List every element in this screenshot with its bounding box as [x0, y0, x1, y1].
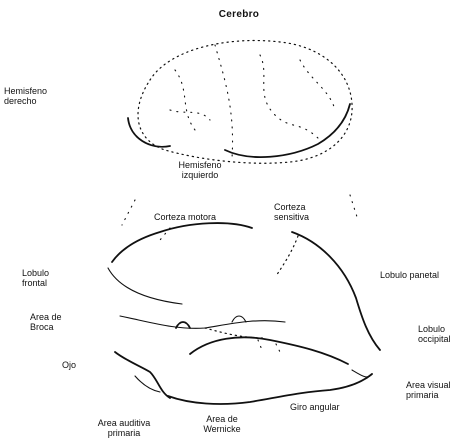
label-corteza-motora: Corteza motora [154, 212, 244, 222]
label-area-auditiva-primaria: Area auditiva primaria [88, 418, 160, 438]
temporal-loop-2 [232, 316, 246, 322]
label-ojo: Ojo [62, 360, 92, 370]
lateral-frontal-lower [108, 268, 182, 304]
brain-lateral-view [108, 223, 380, 404]
label-giro-angular: Giro angular [290, 402, 370, 412]
label-cerebro: Cerebro [214, 10, 264, 20]
top-brain-gyri [170, 55, 335, 140]
label-hemisferio-izquierdo: Hemisfeno izquierdo [168, 160, 232, 180]
label-area-wernicke: Area de Wernicke [192, 414, 252, 434]
lateral-frontal-contour [112, 223, 252, 262]
temporal-inner-contour [190, 337, 348, 364]
brain-top-view [122, 41, 358, 225]
top-brain-outline [138, 41, 352, 164]
label-lobulo-frontal: Lobulo frontal [22, 268, 72, 288]
label-area-broca: Area de Broca [30, 312, 80, 332]
top-brain-midline [215, 45, 233, 158]
orbital-sweep [135, 376, 160, 392]
label-corteza-sensitiva: Corteza sensitiva [274, 202, 334, 222]
sylvian-fissure [120, 316, 285, 328]
top-leader-right [350, 195, 358, 220]
lateral-parietal-contour [292, 232, 380, 350]
top-brain-left-edge [128, 118, 170, 147]
sylvian-fissure-dots [205, 328, 265, 338]
central-sulcus [276, 236, 298, 276]
label-area-visual-primaria: Area visual primaria [406, 380, 470, 400]
eye-contour [115, 352, 170, 398]
label-lobulo-parietal: Lobulo panetal [380, 270, 470, 280]
top-brain-right-edge [225, 104, 350, 157]
top-leader-left [122, 200, 135, 225]
label-lobulo-occipital: Lobulo occipital [418, 324, 470, 344]
label-hemisferio-derecho: Hemisfeno derecho [4, 86, 74, 106]
temporal-bottom-contour [168, 374, 372, 404]
